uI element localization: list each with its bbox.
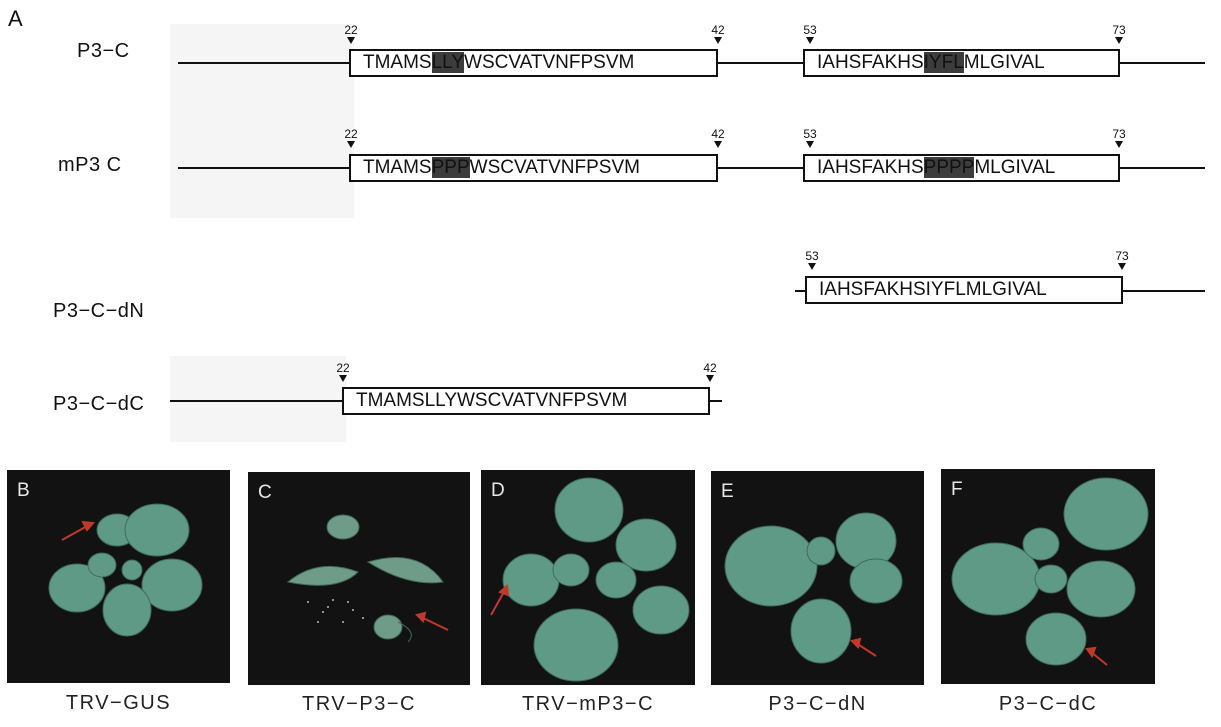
panel-letter: E	[721, 481, 734, 503]
photo-caption: TRV−P3−C	[248, 693, 470, 716]
position-marker-73: 73	[1104, 24, 1134, 44]
domain-box-22-42: TMAMSLLYWSCVATVNFPSVM	[349, 49, 718, 77]
row-label-p3c-dn: P3−C−dN	[53, 300, 144, 323]
domain-box-53-73: IAHSFAKHSIYFLMLGIVAL	[805, 276, 1123, 304]
photo-panel-c: C	[248, 472, 470, 685]
plant-image	[248, 472, 470, 685]
position-marker-42: 42	[703, 128, 733, 148]
photo-panel-e: E	[711, 471, 924, 685]
photo-panel-f: F	[941, 469, 1155, 684]
plant-image	[941, 469, 1155, 684]
photo-caption: TRV−GUS	[7, 692, 230, 715]
photo-caption: P3−C−dC	[941, 693, 1155, 716]
panel-letter: D	[491, 480, 505, 502]
position-marker-22: 22	[336, 24, 366, 44]
domain-box-53-73: IAHSFAKHSIYFLMLGIVAL	[803, 49, 1120, 77]
plant-image	[711, 471, 924, 685]
photo-caption: TRV−mP3−C	[481, 693, 695, 716]
highlighted-motif: LLY	[432, 52, 464, 73]
position-marker-53: 53	[795, 128, 825, 148]
position-marker-42: 42	[695, 362, 725, 382]
row-label-p3c-dc: P3−C−dC	[53, 393, 144, 416]
panel-letter: B	[17, 480, 30, 502]
position-marker-73: 73	[1104, 128, 1134, 148]
position-marker-22: 22	[336, 128, 366, 148]
row-label-mp3c: mP3 C	[58, 154, 122, 177]
position-marker-22: 22	[328, 362, 358, 382]
domain-box-22-42: TMAMSPPPWSCVATVNFPSVM	[349, 154, 718, 182]
position-marker-42: 42	[703, 24, 733, 44]
photo-caption: P3−C−dN	[711, 693, 924, 716]
photo-panel-d: D	[481, 470, 695, 685]
position-marker-53: 53	[795, 24, 825, 44]
highlighted-motif: IYFL	[924, 52, 964, 73]
panel-letter: F	[951, 479, 963, 501]
photo-panel-b: B	[7, 470, 230, 683]
domain-box-22-42: TMAMSLLYWSCVATVNFPSVM	[342, 387, 710, 415]
position-marker-73: 73	[1107, 250, 1137, 270]
plant-image	[481, 470, 695, 685]
mutated-motif: PPPP	[924, 157, 975, 178]
panel-a-letter: A	[8, 6, 23, 32]
row-label-p3c: P3−C	[77, 40, 130, 63]
shaded-region-top	[170, 24, 354, 218]
panel-letter: C	[258, 482, 272, 504]
mutated-motif: PPP	[432, 157, 470, 178]
position-marker-53: 53	[797, 250, 827, 270]
plant-image	[7, 470, 230, 683]
domain-box-53-73: IAHSFAKHSPPPPMLGIVAL	[803, 154, 1120, 182]
shaded-region-bottom	[170, 356, 346, 442]
